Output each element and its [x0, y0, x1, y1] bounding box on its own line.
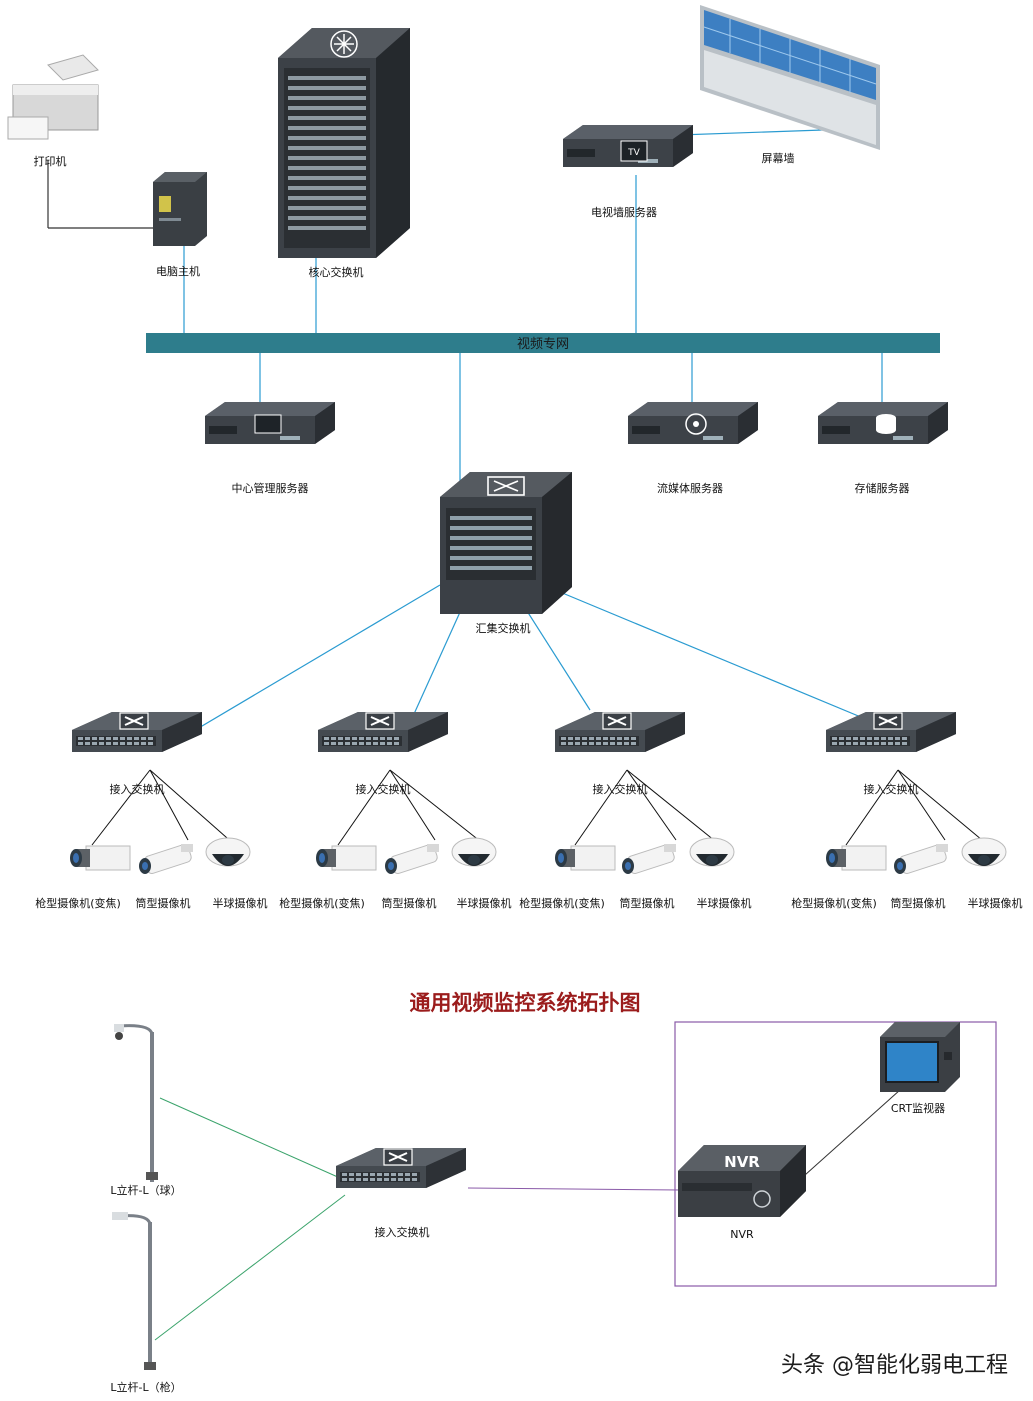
box-camera-1-label: 枪型摄像机(变焦) [35, 896, 121, 910]
box-camera-2-label: 枪型摄像机(变焦) [279, 896, 365, 910]
printer-label: 打印机 [34, 154, 67, 168]
dome-camera-1-label: 半球摄像机 [213, 896, 268, 910]
video-network-bus: 视频专网 [146, 333, 940, 353]
watermark: 头条 @智能化弱电工程 [781, 1353, 1008, 1378]
dome-camera-2-icon [451, 837, 497, 867]
access-switch-2-label: 接入交换机 [356, 782, 411, 796]
aggregation-switch-icon [440, 472, 572, 614]
bottom-access-switch-label: 接入交换机 [375, 1225, 430, 1239]
box-camera-3-icon [554, 845, 616, 871]
dome-camera-4-label: 半球摄像机 [968, 896, 1023, 910]
access-switch-2-icon [317, 711, 449, 753]
dome-camera-3-label: 半球摄像机 [697, 896, 752, 910]
aggregation-switch-label: 汇集交换机 [476, 621, 531, 635]
bullet-camera-1-label: 筒型摄像机 [136, 896, 191, 910]
access-switch-1-label: 接入交换机 [110, 782, 165, 796]
crt-monitor-icon [880, 1022, 960, 1092]
light-pole-gun-icon [112, 1212, 156, 1370]
box-camera-4-label: 枪型摄像机(变焦) [791, 896, 877, 910]
box-camera-4-icon [825, 845, 887, 871]
bullet-camera-4-icon [893, 842, 949, 876]
bullet-camera-3-label: 筒型摄像机 [620, 896, 675, 910]
box-camera-1-icon [69, 845, 131, 871]
nvr-badge-text: NVR [724, 1153, 760, 1171]
nvr-group-frame [674, 1021, 997, 1287]
crt-monitor-label: CRT监视器 [891, 1101, 945, 1115]
tv-wall-server-label: 电视墙服务器 [591, 205, 657, 219]
access-switch-4-label: 接入交换机 [864, 782, 919, 796]
pole-dome-label: L立杆-L（球） [110, 1183, 181, 1197]
bullet-camera-2-label: 筒型摄像机 [382, 896, 437, 910]
tv-icon-text: TV [627, 148, 640, 158]
bullet-camera-2-icon [384, 842, 440, 876]
tv-wall-server-icon: TV [563, 125, 693, 167]
screen-wall-icon [700, 5, 880, 150]
pc-host-icon [153, 172, 207, 246]
dome-camera-2-label: 半球摄像机 [457, 896, 512, 910]
light-pole-dome-icon [114, 1024, 158, 1182]
pc-host-label: 电脑主机 [156, 264, 200, 278]
nvr-label: NVR [730, 1228, 754, 1241]
core-switch-icon [278, 28, 410, 258]
bullet-camera-1-icon [138, 842, 194, 876]
storage-server-label: 存储服务器 [855, 481, 910, 495]
bullet-camera-4-label: 筒型摄像机 [891, 896, 946, 910]
central-mgmt-server-icon [205, 402, 335, 444]
printer-icon [7, 54, 99, 140]
core-switch-label: 核心交换机 [309, 265, 364, 279]
central-mgmt-server-label: 中心管理服务器 [232, 481, 309, 495]
dome-camera-3-icon [689, 837, 735, 867]
video-network-label: 视频专网 [517, 337, 569, 352]
bottom-access-switch-icon [335, 1147, 467, 1189]
bullet-camera-3-icon [621, 842, 677, 876]
access-switch-1-icon [71, 711, 203, 753]
access-switch-3-label: 接入交换机 [593, 782, 648, 796]
dome-camera-1-icon [205, 837, 251, 867]
diagram-title: 通用视频监控系统拓扑图 [410, 990, 641, 1015]
nvr-icon: NVR [678, 1145, 806, 1217]
box-camera-3-label: 枪型摄像机(变焦) [519, 896, 605, 910]
box-camera-2-icon [315, 845, 377, 871]
access-switch-3-icon [554, 711, 686, 753]
access-switch-4-icon [825, 711, 957, 753]
streaming-server-label: 流媒体服务器 [657, 481, 723, 495]
dome-camera-4-icon [961, 837, 1007, 867]
pole-gun-label: L立杆-L（枪） [110, 1380, 181, 1394]
storage-server-icon [818, 402, 948, 444]
streaming-server-icon [628, 402, 758, 444]
screen-wall-label: 屏幕墙 [762, 151, 795, 165]
